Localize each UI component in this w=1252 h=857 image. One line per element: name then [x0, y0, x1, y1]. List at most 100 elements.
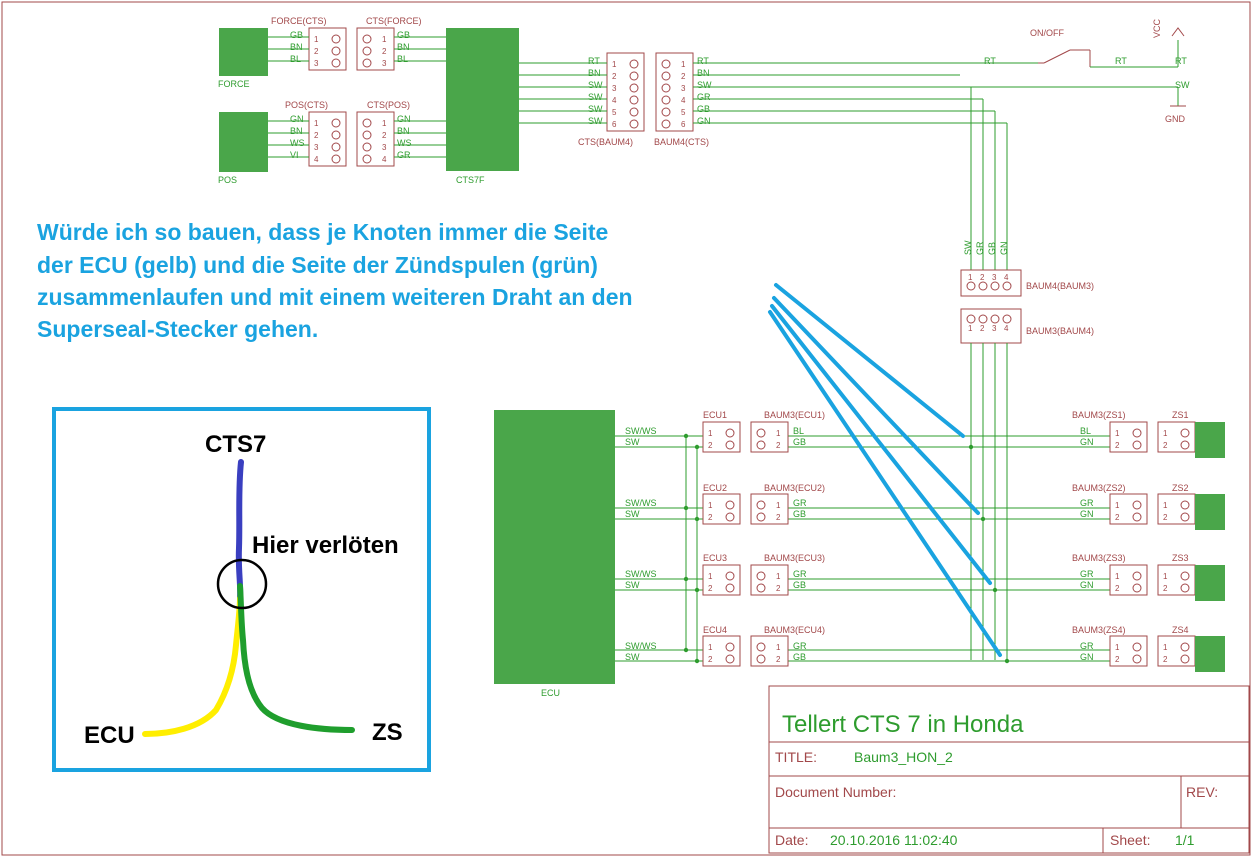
annotation-arrow-2 — [772, 296, 980, 515]
pos-cts-connector-pin-num: 3 — [314, 143, 319, 152]
baum3-zs-connector-4-pin-num: 1 — [1115, 643, 1120, 652]
baum3-ecu-connector-4-pin-num: 1 — [776, 643, 781, 652]
pos-wire-1: GN — [290, 114, 304, 124]
force-cts-label: FORCE(CTS) — [271, 16, 327, 26]
note-line-4: Superseal-Stecker gehen. — [37, 316, 318, 342]
baum3-baum4-label: BAUM3(BAUM4) — [1026, 326, 1094, 336]
ecu-connector-3-pin-num: 1 — [708, 572, 713, 581]
zs4-label: ZS4 — [1172, 625, 1189, 635]
ecu-connector-1-pin-num: 2 — [708, 441, 713, 450]
baum3-baum4-pin-num: 3 — [992, 324, 997, 333]
baum3-zs-connector-1-body — [1109, 421, 1148, 453]
cts-baum4-connector-pin — [629, 119, 639, 129]
force-cts-connector-pin-num: 2 — [314, 47, 319, 56]
cts-baum4-connector-pin — [629, 107, 639, 117]
note-line-1: Würde ich so bauen, dass je Knoten immer… — [37, 219, 608, 245]
ecu-connector-2-pin-num: 1 — [708, 501, 713, 510]
baum4-wire-3: SW — [588, 80, 603, 90]
cts-pos-connector-pin-num: 1 — [382, 119, 387, 128]
baum3-baum4-pin — [978, 314, 988, 324]
cts-pos-wire-3: WS — [397, 138, 412, 148]
ecu-junction — [683, 505, 689, 511]
baum4-cts-connector-pin-num: 1 — [681, 60, 686, 69]
ecu2-wire-a: SW/WS — [625, 498, 657, 508]
annotation-note: Würde ich so bauen, dass je Knoten immer… — [37, 219, 633, 342]
baum3-zs-connector-2-pin-num: 2 — [1115, 513, 1120, 522]
switch-label: ON/OFF — [1030, 28, 1064, 38]
baum3-baum4-pin-num: 4 — [1004, 324, 1009, 333]
baum3-zs1-label: BAUM3(ZS1) — [1072, 410, 1126, 420]
baum4-baum3-pin — [966, 281, 976, 291]
baum4-cts-connector-pin-num: 4 — [681, 96, 686, 105]
zs-connector-4-pin-num: 2 — [1163, 655, 1168, 664]
ecu-junction — [694, 587, 700, 593]
baum3-ecu-connector-3-pin — [756, 583, 766, 593]
baum3-ecu-connector-2-pin — [756, 512, 766, 522]
cts-pos-connector-pin-num: 4 — [382, 155, 387, 164]
bus-junction — [992, 587, 998, 593]
cts-baum4-connector-pin — [629, 71, 639, 81]
cts7f-block-label: CTS7F — [456, 175, 485, 185]
baum3-ecu-connector-4-pin — [756, 642, 766, 652]
cts7f-block-group: CTS7F — [446, 28, 519, 185]
bus-junction — [1004, 658, 1010, 664]
ecu-connector-2-pin — [725, 500, 735, 510]
baum3-ecu-connector-4-pin — [756, 654, 766, 664]
baum3-zs-connector-1-pin — [1132, 428, 1142, 438]
baum4r-wire-6: GN — [697, 116, 711, 126]
ecu-junction — [683, 647, 689, 653]
pos-cts-connector-pin — [331, 154, 341, 164]
zs-connector-1-pin — [1180, 428, 1190, 438]
baum3-zs-connector-4-pin — [1132, 642, 1142, 652]
annotation-arrow-4 — [768, 310, 1002, 657]
date-label: Date: — [775, 832, 808, 848]
inset-ecu-label: ECU — [84, 722, 135, 749]
zs3-label: ZS3 — [1172, 553, 1189, 563]
inset-solder-label: Hier verlöten — [252, 532, 399, 559]
baum4-baum3-pin — [990, 281, 1000, 291]
baum3-zs-connector-2-pin — [1132, 512, 1142, 522]
drawing-title: Tellert CTS 7 in Honda — [782, 711, 1024, 738]
zs-connector-1-pin-num: 2 — [1163, 441, 1168, 450]
baum4-cts-connector-pin — [661, 83, 671, 93]
pos-cts-connector-pin-num: 2 — [314, 131, 319, 140]
zs3-wire-b: GN — [1080, 580, 1094, 590]
cts-pos-connector-pin — [362, 154, 372, 164]
baum4-baum3-pin-num: 4 — [1004, 273, 1009, 282]
cts-pos-wire-2: BN — [397, 126, 410, 136]
cts-force-wire-1: GB — [397, 30, 410, 40]
mid1-wire-a: BL — [793, 426, 804, 436]
cts-force-connector-body — [356, 27, 395, 71]
ecu-connector-4: 12 — [702, 635, 741, 667]
baum3-baum4-body — [960, 308, 1022, 344]
cts7-wire-blue — [235, 459, 244, 601]
rt-wire-label-1: RT — [984, 56, 996, 66]
ecu4-label: ECU4 — [703, 625, 727, 635]
gnd-label: GND — [1165, 114, 1186, 124]
baum3-ecu-connector-1-pin-num: 2 — [776, 441, 781, 450]
ecu-connector-1-pin — [725, 440, 735, 450]
channel-3-labels: ECU3 BAUM3(ECU3) BAUM3(ZS3) ZS3 SW/WS SW… — [625, 553, 1189, 590]
baum4r-wire-3: SW — [697, 80, 712, 90]
rt-wire-label-2: RT — [1115, 56, 1127, 66]
cts-pos-connector-pin — [362, 118, 372, 128]
ecu-connector-4-pin — [725, 654, 735, 664]
baum3-zs-connector-3-pin-num: 2 — [1115, 584, 1120, 593]
baum4-baum3-pin-num: 2 — [980, 273, 985, 282]
mid3-wire-a: GR — [793, 569, 807, 579]
cts-baum4-connector-pin — [629, 59, 639, 69]
vert-wire-3: GB — [987, 242, 997, 255]
ecu-connector-1-pin — [725, 428, 735, 438]
baum4-cts-connector-pin-num: 2 — [681, 72, 686, 81]
force-wire-1: GB — [290, 30, 303, 40]
ecu4-wire-a: SW/WS — [625, 641, 657, 651]
cts-pos-connector-pin-num: 2 — [382, 131, 387, 140]
ecu1-label: ECU1 — [703, 410, 727, 420]
ecu-wire-yellow — [142, 595, 243, 737]
baum4-cts-connector-pin — [661, 119, 671, 129]
zs-wire-green — [237, 583, 355, 733]
ecu-junction — [694, 516, 700, 522]
annotation-arrow-3 — [770, 304, 992, 585]
